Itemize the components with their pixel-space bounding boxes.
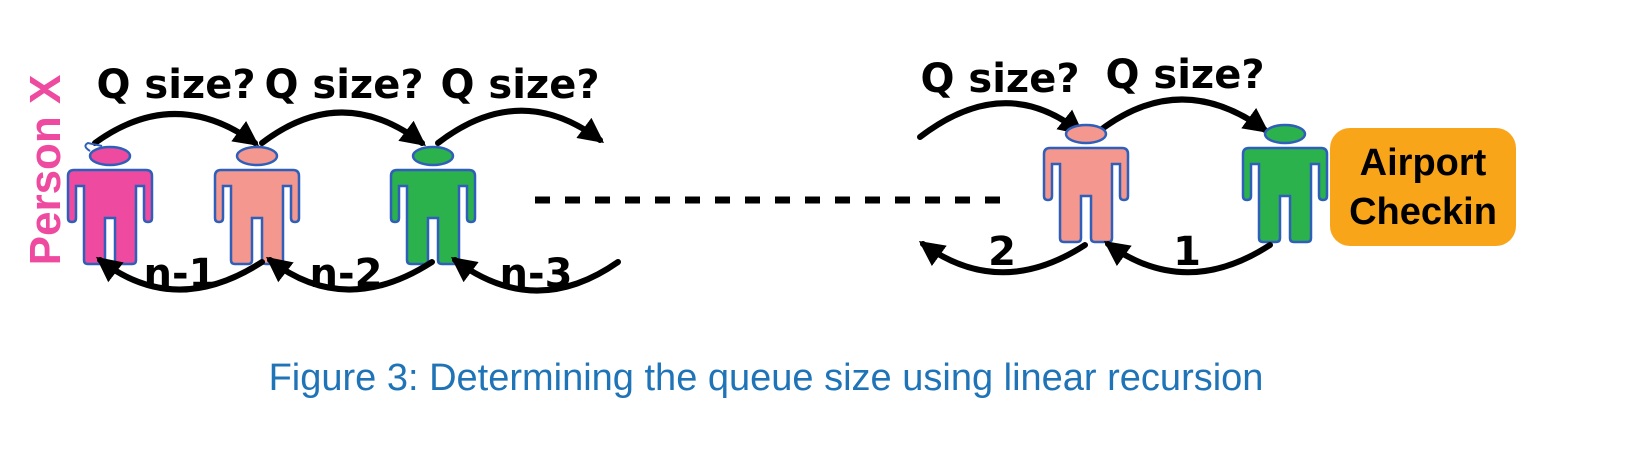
person-salmon-2 xyxy=(1042,123,1130,244)
return-arrow-2 xyxy=(266,256,435,293)
person-magenta xyxy=(66,145,154,266)
question-label-5: Q size? xyxy=(1105,52,1264,98)
person-green-2 xyxy=(1241,123,1329,244)
return-label-3: n-3 xyxy=(500,251,573,297)
return-arrow-5 xyxy=(1103,241,1273,276)
person-green-1 xyxy=(389,145,477,266)
question-label-3: Q size? xyxy=(440,62,599,108)
return-label-1: n-1 xyxy=(144,251,217,297)
airport-checkin-box: Airport Checkin xyxy=(1330,128,1516,246)
question-label-2: Q size? xyxy=(264,62,423,108)
question-arrow-4 xyxy=(917,100,1084,140)
question-arrow-1 xyxy=(92,111,260,146)
question-arrow-3 xyxy=(435,107,605,146)
question-arrow-2 xyxy=(259,109,427,147)
question-arrow-5 xyxy=(1095,96,1270,135)
person-magenta-hair-icon xyxy=(84,141,103,152)
return-label-4: 2 xyxy=(988,229,1016,275)
checkin-line-2: Checkin xyxy=(1349,191,1497,233)
return-label-5: 1 xyxy=(1173,229,1201,275)
question-label-1: Q size? xyxy=(96,62,255,108)
return-label-2: n-2 xyxy=(310,251,383,297)
return-arrow-3 xyxy=(450,256,621,294)
question-label-4: Q size? xyxy=(920,56,1079,102)
checkin-line-1: Airport xyxy=(1360,142,1487,184)
figure-caption: Figure 3: Determining the queue size usi… xyxy=(269,357,1264,399)
person-salmon-1 xyxy=(213,145,301,266)
return-arrow-1 xyxy=(96,256,265,293)
person-x-label: Person X xyxy=(21,75,70,266)
return-arrow-4 xyxy=(918,241,1088,276)
